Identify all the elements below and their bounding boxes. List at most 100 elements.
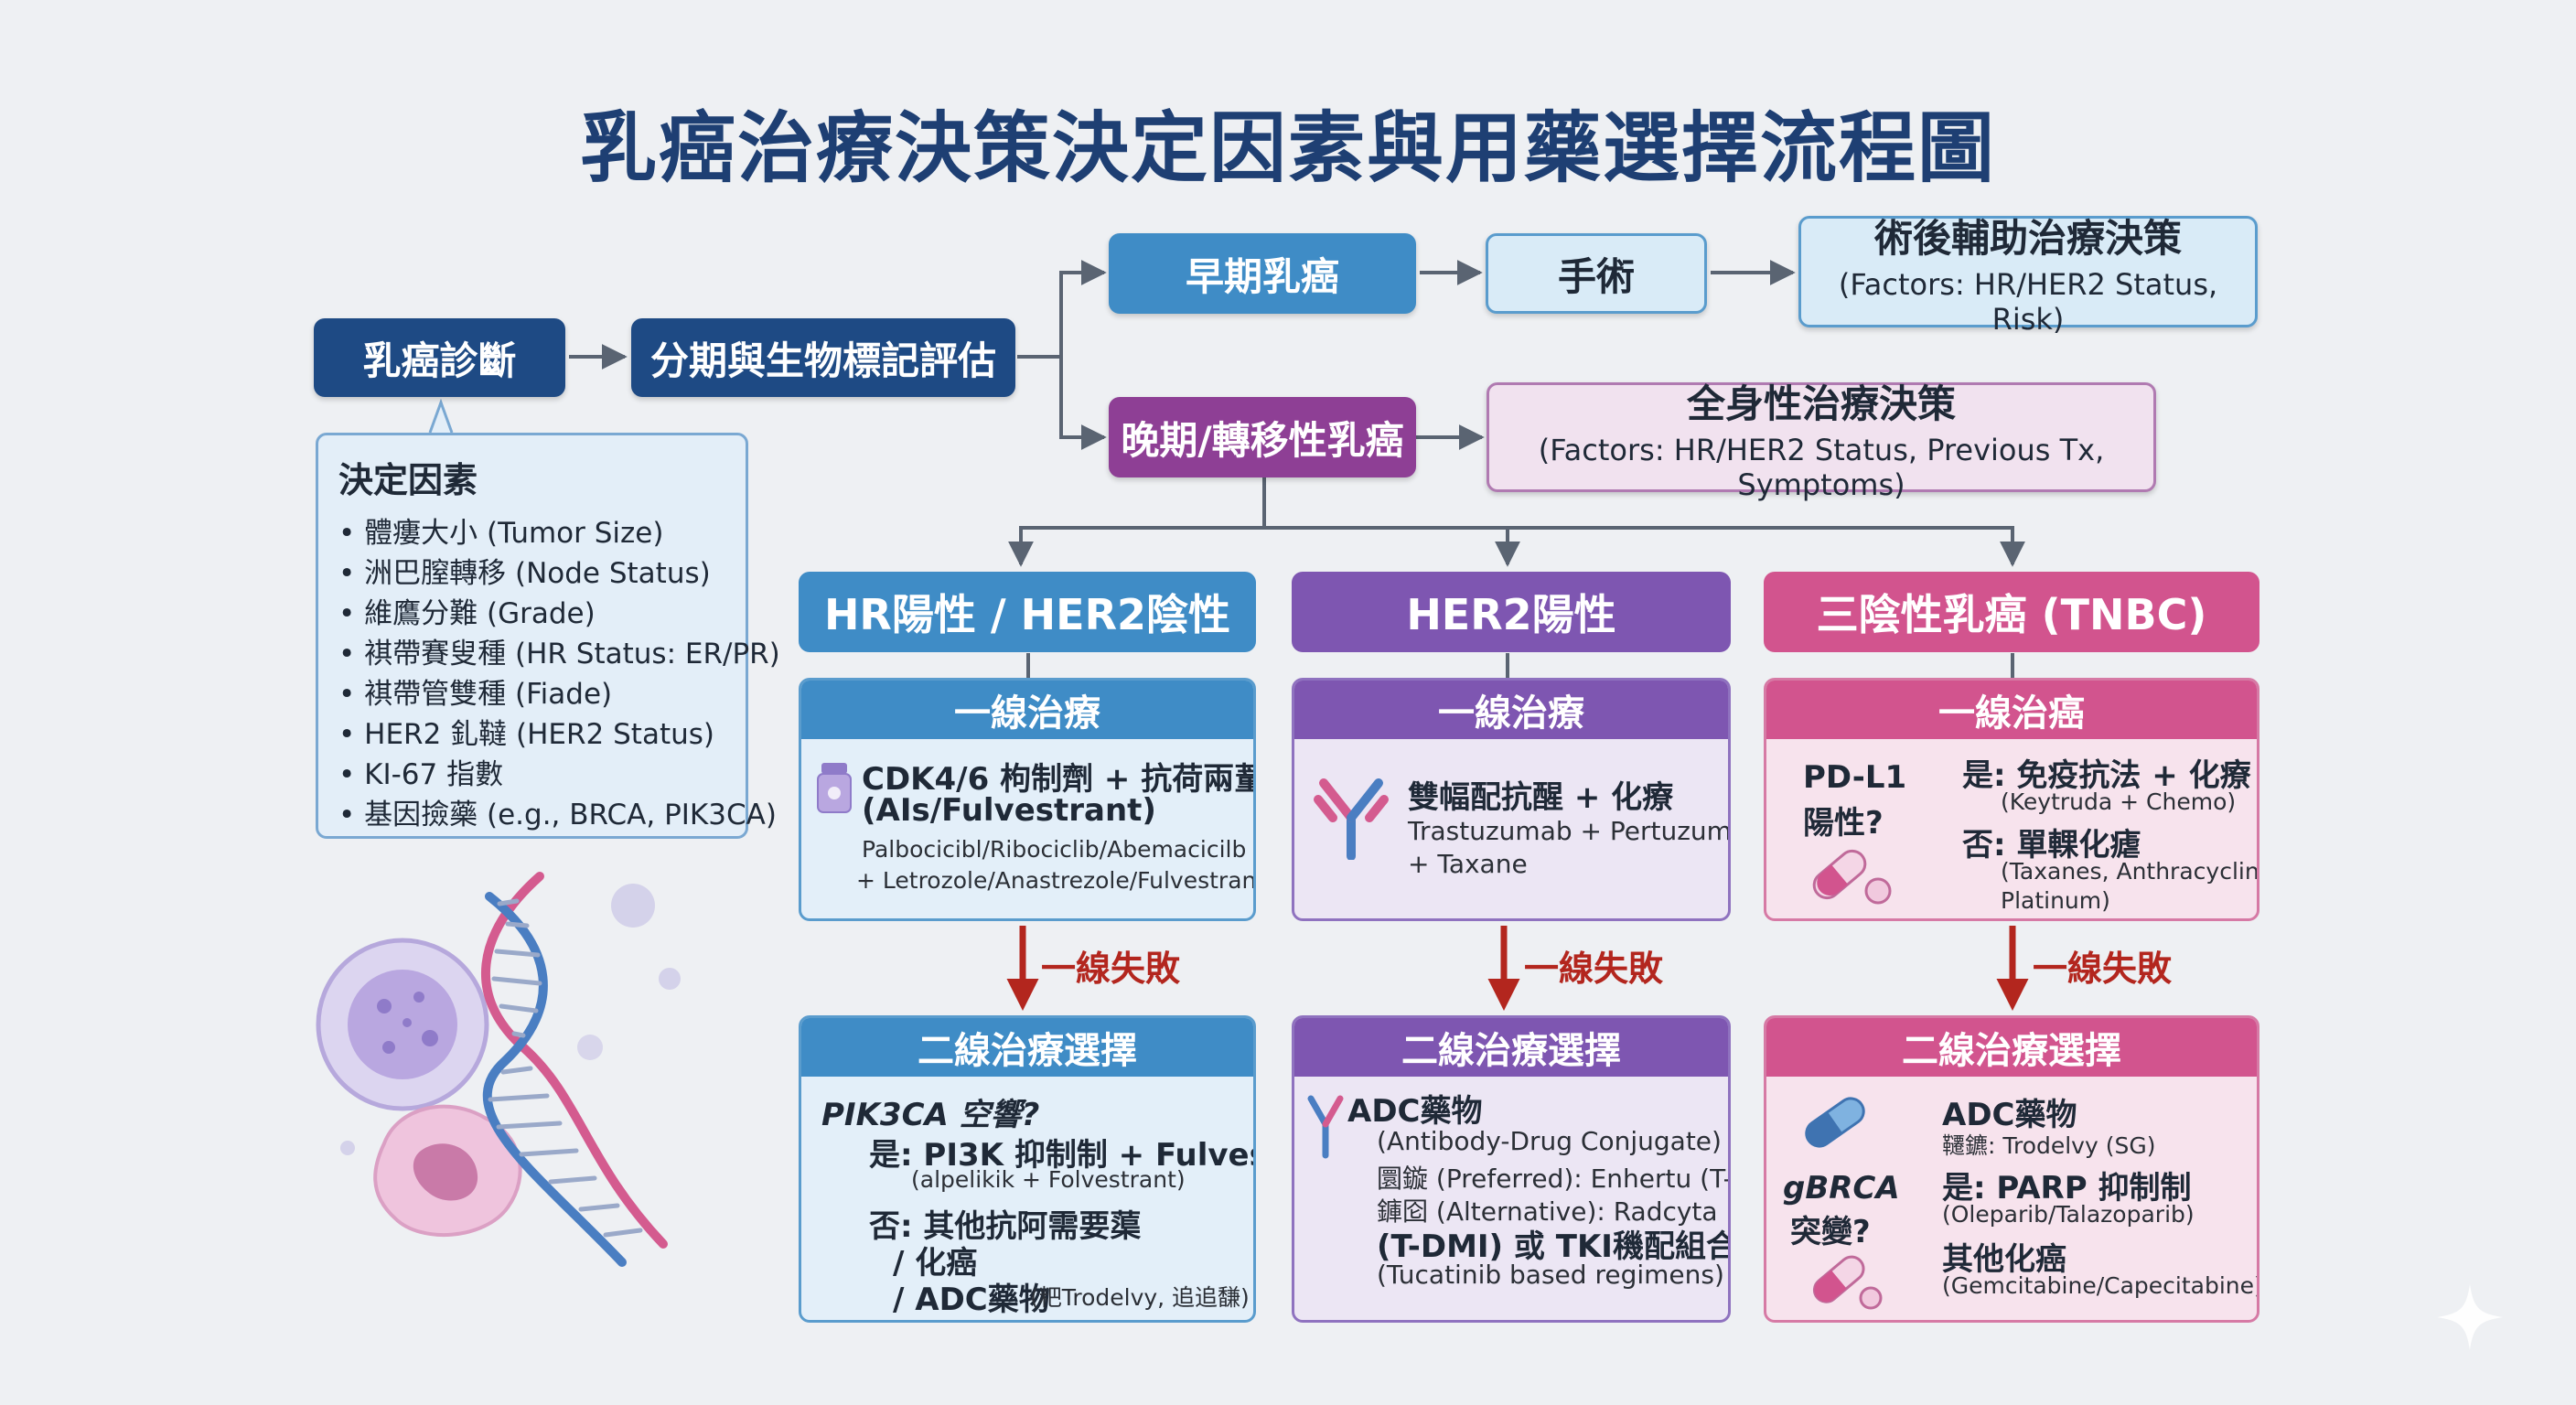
factors-title: 決定因素: [338, 460, 478, 500]
arrow-staging-advanced: [1059, 357, 1107, 450]
dna-helix-icon: [480, 872, 668, 1267]
systemic-node: 全身性治療決策 (Factors: HR/HER2 Status, Previo…: [1487, 381, 2156, 502]
her2-first-line-detail2: + Taxane: [1408, 849, 1528, 879]
page-title: 乳癌治療決策決定因素與用藥選擇流程圖: [579, 103, 1996, 193]
hr-first-line-detail1: Palbocicibl/Ribociclib/Abemacicilb +: [862, 836, 1256, 863]
tnbc-no-detail2: Platinum): [2001, 887, 2110, 914]
systemic-title: 全身性治療決策: [1686, 381, 1956, 426]
adjuvant-factors: (Factors: HR/HER2 Status, Risk): [1838, 266, 2218, 337]
factor-item: 基因撿藥 (e.g., BRCA, PIK3CA): [338, 795, 777, 835]
hr-first-line-title: 一線治療: [801, 681, 1253, 739]
her2-first-line-title: 一線治療: [1294, 681, 1728, 739]
her2-first-line-card: 一線治療 雙幅配抗醒 + 化療 Trastuzumab + Pertuzumab…: [1292, 678, 1731, 921]
diagnosis-node: 乳癌診斷: [314, 318, 565, 397]
systemic-factors: (Factors: HR/HER2 Status, Previous Tx, S…: [1538, 432, 2105, 502]
adjuvant-node: 術後輔助治療決策 (Factors: HR/HER2 Status, Risk): [1798, 216, 2258, 337]
bubble-decoration: [340, 1141, 355, 1155]
hr-no-option-adc-detail: (粑Trodelvy, 追追馦): [1030, 1284, 1250, 1311]
her2-failure-label: 一線失敗: [1524, 949, 1664, 989]
surgery-node: 手術: [1486, 233, 1707, 314]
factor-item: HER2 釓韃 (HER2 Status): [338, 714, 725, 755]
adjuvant-title: 術後輔助治療決策: [1873, 215, 2182, 261]
cancer-cell-pink-icon: [373, 1104, 522, 1237]
sparkle-icon: [2437, 1284, 2503, 1350]
arrow-advanced-subtypes: [1008, 477, 1266, 567]
tnbc-no-detail1: (Taxanes, Anthracyclines,: [2001, 858, 2259, 885]
her2-second-line-title: 二線治療選擇: [1294, 1018, 1728, 1077]
early-node: 早期乳癌: [1109, 233, 1416, 314]
her2-first-line-main: 雙幅配抗醒 + 化療: [1408, 779, 1674, 816]
tnbc-other-chemo-option: 其他化癌: [1942, 1241, 2066, 1278]
factor-item: 體瘻大小 (Tumor Size): [338, 513, 725, 553]
her2-tucatinib-detail: (Tucatinib based regimens): [1377, 1260, 1724, 1290]
hr-first-line-main2: (AIs/Fulvestrant): [862, 792, 1156, 829]
early-label: 早期乳癌: [1185, 253, 1339, 299]
factor-item: 維鷹分難 (Grade): [338, 594, 725, 634]
hr-first-line-main1: CDK4/6 枸制劑 + 抗荷兩蕫藥: [862, 761, 1256, 798]
tnbc-parp-detail: (Oleparib/Talazoparib): [1942, 1201, 2195, 1228]
cells-dna-illustration: [316, 872, 681, 1267]
her2-adc-fullname: (Antibody-Drug Conjugate): [1377, 1126, 1722, 1156]
surgery-label: 手術: [1557, 253, 1635, 299]
hr-first-line-detail2: + Letrozole/Anastrezole/Fulvestrant: [856, 867, 1256, 894]
hr-positive-header: HR陽性 / HER2陰性: [799, 572, 1256, 652]
diagnosis-label: 乳癌診斷: [362, 338, 517, 383]
hr-no-option: 否: 其他抗阿需要蕖: [869, 1208, 1142, 1245]
factor-item: 褀帶賽叟種 (HR Status: ER/PR): [338, 634, 780, 674]
tnbc-first-line-card: 一線治癌 PD-L1 陽性? 是: 免疫抗法 + 化療 (Keytruda + …: [1764, 678, 2259, 921]
factor-item: 褀帶管雙種 (Fiade): [338, 674, 725, 714]
her2-tdm1-tki-option: (T-DMI) 或 TKI穖配組合: [1377, 1228, 1731, 1265]
hr-second-line-card: 二線治療選擇 PIK3CA 空響? 是: PI3K 抑制制 + Fulvestr…: [799, 1015, 1256, 1323]
tnbc-pdl1-question-2: 陽性?: [1803, 805, 1884, 842]
tnbc-no-option: 否: 單輠化瘧: [1962, 827, 2141, 863]
her2-adc-title: ADC藥物: [1347, 1093, 1483, 1130]
tnbc-gbrca-question-2: 突變?: [1790, 1214, 1871, 1250]
pill-icon: [1812, 1255, 1883, 1310]
adc-antibody-icon: [1307, 1095, 1344, 1159]
hr-no-option-chemo: / 化癌: [893, 1245, 978, 1282]
capsule-icon: [1805, 1097, 1865, 1148]
her2-first-line-detail1: Trastuzumab + Pertuzumab: [1408, 816, 1731, 846]
tnbc-header-label: 三陰性乳癌 (TNBC): [1816, 590, 2207, 639]
factor-item: KI-67 指數: [338, 755, 725, 795]
advanced-label: 晚期/轉移性乳癌: [1121, 417, 1404, 463]
tnbc-second-line-card: 二線治療選擇 ADC藥物 韆鑣: Trodelvy (SG) gBRCA 突變?…: [1764, 1015, 2259, 1323]
tnbc-first-line-title: 一線治癌: [1766, 681, 2257, 739]
capsule-icon: [1812, 849, 1892, 905]
hr-pik3ca-question: PIK3CA 空響?: [821, 1097, 1040, 1133]
tnbc-yes-detail: (Keytruda + Chemo): [2001, 788, 2237, 815]
tnbc-failure-label: 一線失敗: [2033, 949, 2173, 989]
staging-label: 分期與生物標記評估: [649, 338, 996, 383]
advanced-node: 晚期/轉移性乳癌: [1109, 397, 1416, 477]
hr-yes-detail: (alpelikik + Folvestrant): [911, 1166, 1186, 1193]
tnbc-yes-option: 是: 免疫抗法 + 化療: [1962, 757, 2251, 794]
arrow-staging-early: [1017, 260, 1107, 359]
cancer-cell-purple-icon: [316, 938, 489, 1111]
her2-preferred-option: 圜鏇 (Preferred): Enhertu (T-Dxd): [1377, 1164, 1731, 1194]
tnbc-gbrca-question-1: gBRCA: [1783, 1170, 1900, 1207]
staging-node: 分期與生物標記評估: [631, 318, 1015, 397]
tnbc-second-line-title: 二線治療選擇: [1766, 1018, 2257, 1077]
tnbc-header: 三陰性乳癌 (TNBC): [1764, 572, 2259, 652]
tnbc-pdl1-question-1: PD-L1: [1803, 759, 1907, 796]
her2-alternative-option: 龲囵 (Alternative): Radcyta: [1377, 1196, 1718, 1227]
tnbc-other-chemo-detail: (Gemcitabine/Capecitabine): [1942, 1272, 2259, 1299]
hr-failure-label: 一線失敗: [1041, 949, 1181, 989]
hr-second-line-title: 二線治療選擇: [801, 1018, 1253, 1077]
factors-panel: 決定因素 體瘻大小 (Tumor Size) 洲巴膣轉移 (Node Statu…: [316, 433, 780, 839]
bubble-decoration: [659, 968, 681, 990]
tnbc-adc-title: ADC藥物: [1942, 1097, 2077, 1133]
tnbc-adc-detail: 韆鑣: Trodelvy (SG): [1942, 1132, 2156, 1159]
her2-header-label: HER2陽性: [1406, 590, 1616, 639]
callout-pointer: [428, 398, 454, 434]
hr-yes-option: 是: PI3K 抑制制 + Fulvestrant: [869, 1137, 1253, 1174]
bubble-decoration: [611, 884, 655, 928]
hr-first-line-card: 一線治療 CDK4/6 枸制劑 + 抗荷兩蕫藥 (AIs/Fulvestrant…: [799, 678, 1256, 921]
pill-bottle-icon: [817, 763, 852, 813]
hr-no-option-adc: / ADC藥物: [893, 1282, 1050, 1318]
bubble-decoration: [577, 1035, 603, 1060]
her2-positive-header: HER2陽性: [1292, 572, 1731, 652]
hr-header-label: HR陽性 / HER2陰性: [823, 590, 1231, 639]
her2-second-line-card: 二線治療選擇 ADC藥物 (Antibody-Drug Conjugate) 圜…: [1292, 1015, 1731, 1323]
antibody-icon: [1314, 778, 1389, 860]
